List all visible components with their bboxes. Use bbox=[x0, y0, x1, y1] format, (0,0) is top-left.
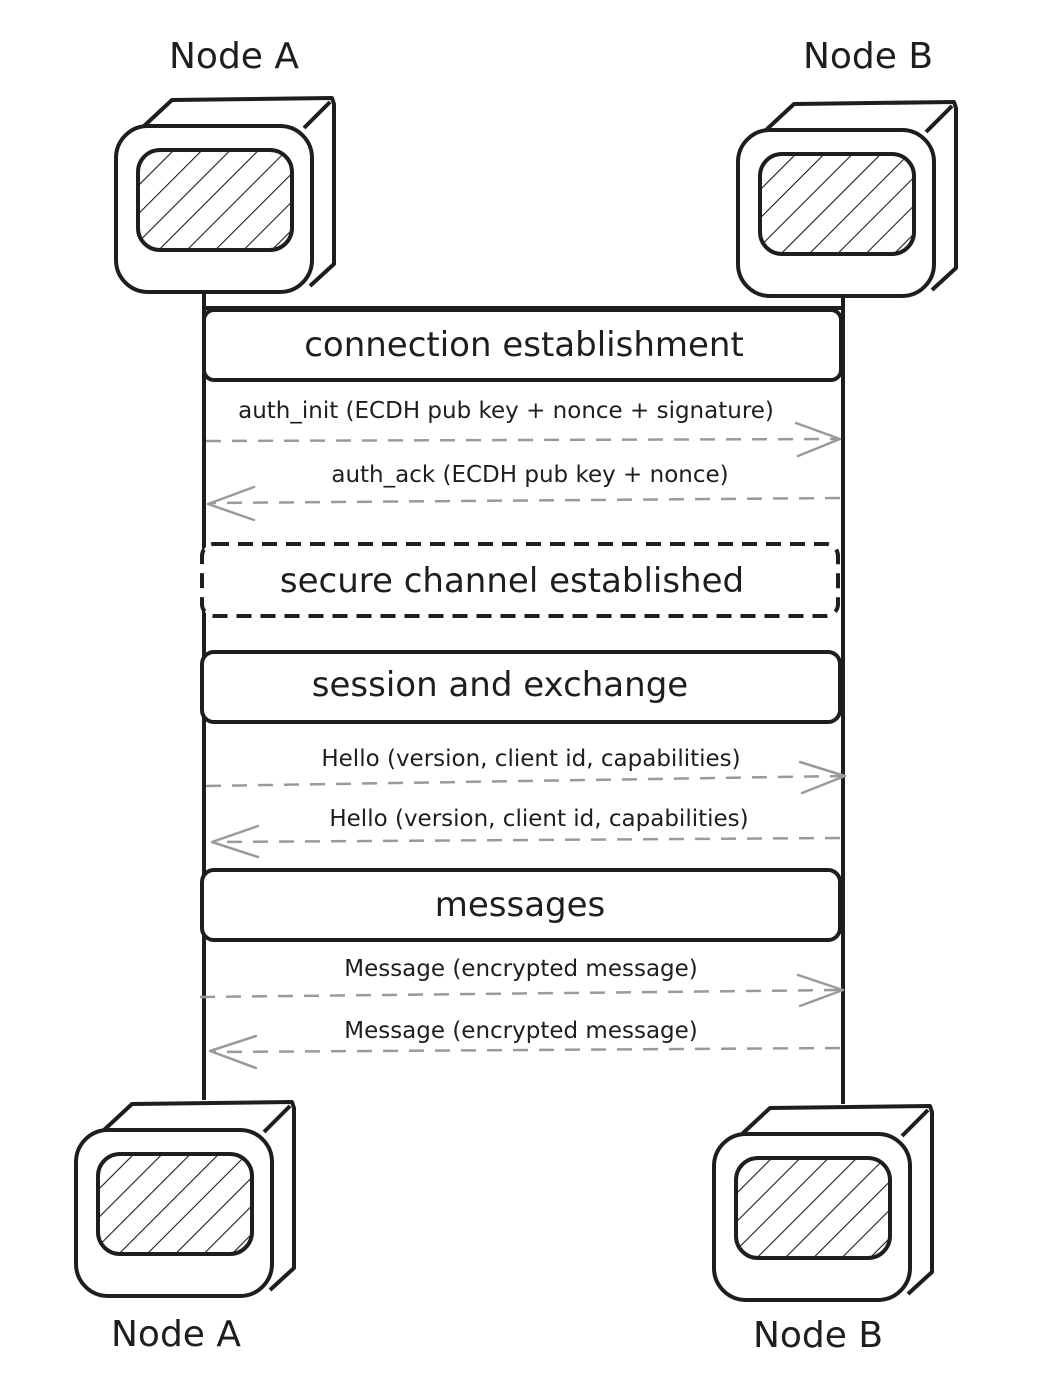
message-label-message-b-to-a: Message (encrypted message) bbox=[344, 1018, 698, 1044]
participant-label-node-a-top: Node A bbox=[169, 36, 299, 77]
message-label-hello-a-to-b: Hello (version, client id, capabilities) bbox=[321, 746, 740, 772]
participant-label-node-b-bottom: Node B bbox=[753, 1315, 883, 1356]
section-title-connection: connection establishment bbox=[304, 325, 744, 365]
computer-monitor-icon bbox=[114, 96, 336, 294]
message-label-auth-ack: auth_ack (ECDH pub key + nonce) bbox=[331, 462, 728, 488]
arrowhead-right-icon bbox=[796, 973, 845, 1008]
section-box-secure-channel bbox=[200, 542, 840, 618]
message-arrow-message-a-to-b bbox=[199, 988, 841, 999]
section-title-secure-channel: secure channel established bbox=[280, 561, 744, 601]
participant-label-node-b-top: Node B bbox=[803, 36, 933, 77]
message-label-auth-init: auth_init (ECDH pub key + nonce + signat… bbox=[238, 398, 774, 424]
message-arrow-message-b-to-a bbox=[213, 1046, 841, 1054]
participant-label-node-a-bottom: Node A bbox=[111, 1314, 241, 1355]
arrowhead-right-icon bbox=[794, 421, 842, 458]
section-title-session: session and exchange bbox=[312, 665, 688, 705]
computer-monitor-icon bbox=[712, 1104, 934, 1302]
section-box-messages bbox=[200, 868, 842, 942]
arrowhead-left-icon bbox=[206, 485, 256, 522]
arrowhead-right-icon bbox=[798, 760, 847, 795]
message-arrow-hello-a-to-b bbox=[205, 774, 843, 788]
message-arrow-auth-init bbox=[205, 437, 839, 443]
message-label-message-a-to-b: Message (encrypted message) bbox=[344, 956, 698, 982]
message-arrow-auth-ack bbox=[209, 496, 841, 505]
message-label-hello-b-to-a: Hello (version, client id, capabilities) bbox=[329, 806, 748, 832]
section-title-messages: messages bbox=[435, 885, 606, 925]
computer-monitor-icon bbox=[736, 100, 958, 298]
arrowhead-left-icon bbox=[208, 1034, 258, 1070]
computer-monitor-icon bbox=[74, 1100, 296, 1298]
message-arrow-hello-b-to-a bbox=[215, 836, 841, 844]
arrowhead-left-icon bbox=[210, 824, 260, 859]
section-box-session bbox=[200, 650, 842, 724]
section-box-connection bbox=[202, 308, 843, 382]
